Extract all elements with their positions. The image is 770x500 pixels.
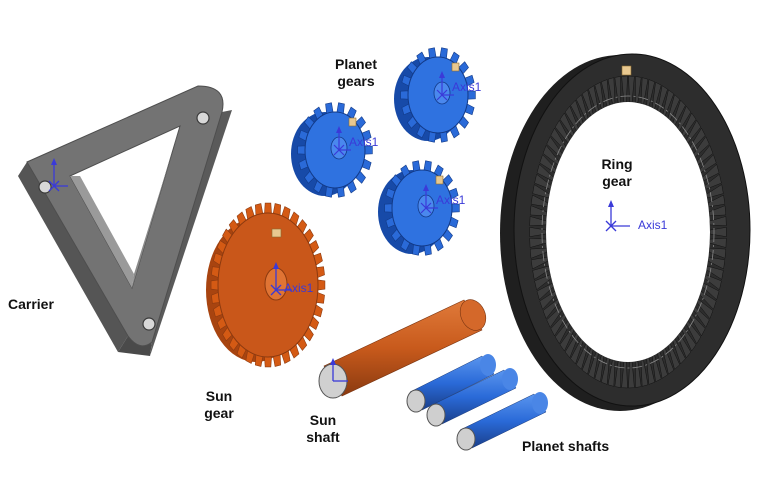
ring-gear-label-line2: gear [602, 173, 632, 189]
ring-gear-tooth [699, 154, 717, 174]
ring-gear-tooth [607, 77, 616, 105]
ring-gear-tooth [550, 127, 567, 151]
ring-gear-tooth [693, 306, 710, 328]
planet-gear-top-axis-label: Axis1 [452, 80, 482, 94]
planet-gear-tooth [297, 145, 306, 155]
sun-shaft-label-line2: shaft [306, 429, 340, 445]
planet-gear-tooth [400, 90, 409, 100]
ring-gear-tooth [707, 256, 726, 270]
ring-gear-tooth [536, 163, 554, 182]
ring-gear-tooth [635, 76, 642, 104]
ring-gear-tooth [614, 360, 621, 388]
ring-gear-tooth [640, 359, 649, 387]
planet-gear-axis-marker [436, 71, 454, 101]
sun-gear-tooth [264, 356, 272, 368]
planet-gears-label: Planet gears [326, 56, 386, 90]
ring-gear-tooth [646, 79, 655, 107]
sun-gear-label-line1: Sun [205, 388, 233, 404]
carrier-part [18, 85, 232, 356]
planet-shaft-1 [406, 354, 496, 413]
planet-gears-label-line2: gears [337, 73, 375, 89]
ring-gear-tooth [657, 351, 668, 379]
sun-gear-label-line2: gear [204, 405, 234, 421]
sun-gear-axis-label: Axis1 [284, 281, 314, 295]
planet-gear-left: Axis1 [291, 102, 379, 198]
ring-gear-tooth [532, 184, 550, 199]
ring-gear-label-line1: Ring [601, 156, 633, 172]
sun-shaft-label-line1: Sun [309, 412, 337, 428]
sun-shaft-part [318, 299, 487, 399]
sun-shaft-label: Sun shaft [298, 412, 348, 446]
planet-shaft-2 [426, 368, 518, 427]
planet-gear-axis-marker [420, 184, 438, 214]
planet-gear-tooth [384, 203, 393, 213]
planet-shafts-label-text: Planet shafts [522, 438, 610, 454]
ring-gear-tooth [594, 81, 605, 110]
planet-gear-bottom: Axis1 [378, 160, 466, 256]
planet-shaft-3 [456, 392, 548, 451]
sun-gear-tooth [210, 279, 219, 291]
carrier-label: Carrier [8, 296, 54, 313]
planet-gear-bottom-axis-label: Axis1 [436, 193, 466, 207]
carrier-label-text: Carrier [8, 296, 54, 312]
sun-gear-axis-marker [270, 262, 292, 296]
sun-gear-tooth [264, 202, 272, 214]
sun-gear-tooth [317, 279, 326, 291]
ring-gear-tooth [542, 144, 560, 166]
ring-gear-tooth [601, 357, 610, 385]
ring-gear-tooth [550, 313, 567, 337]
planet-gear-top: Axis1 [394, 47, 482, 143]
ring-gear-axis-marker [605, 200, 630, 232]
planet-shafts-label: Planet shafts [522, 438, 609, 455]
planet-gear-axis-marker [333, 126, 351, 156]
ring-gear-part: Axis1 [500, 53, 751, 411]
sun-gear-part: Axis1 [206, 202, 326, 368]
carrier-axis-marker [48, 158, 68, 192]
planet-gears-label-line1: Planet [334, 56, 377, 72]
ring-gear-label: Ring gear [592, 156, 642, 190]
ring-gear-tooth [704, 173, 722, 190]
ring-gear-axis-label: Axis1 [638, 218, 668, 232]
sun-gear-label: Sun gear [194, 388, 244, 422]
planet-gear-left-axis-label: Axis1 [349, 135, 379, 149]
